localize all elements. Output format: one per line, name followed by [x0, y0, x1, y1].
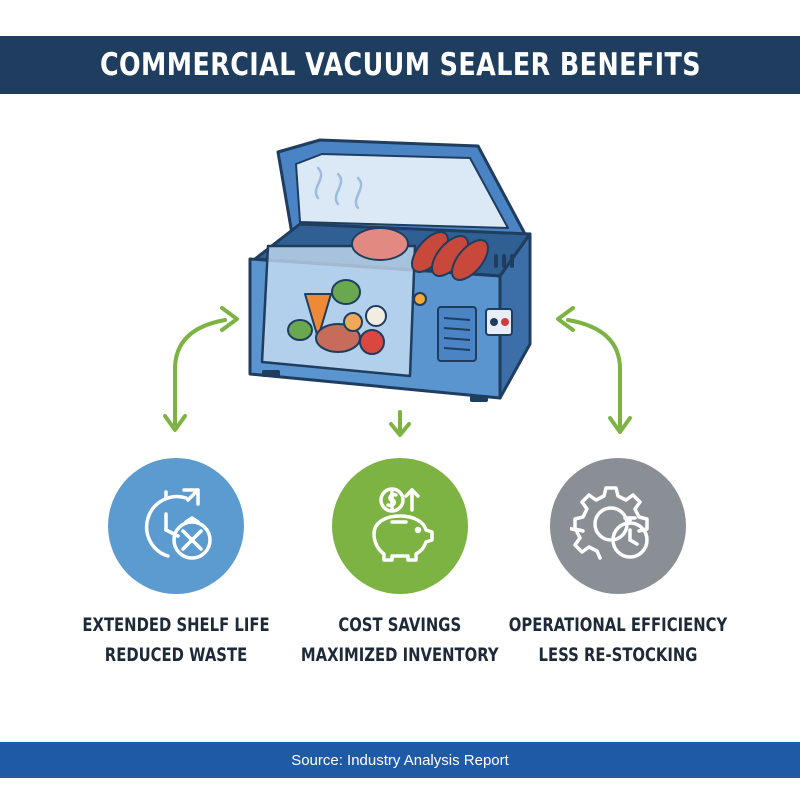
- vapor-lines: [314, 166, 363, 210]
- vacuum-sealer-illustration: [163, 138, 632, 437]
- food-items: [287, 227, 489, 355]
- vacuum-bag: [260, 244, 417, 378]
- machine-side: [498, 232, 532, 400]
- benefit-label: COST SAVINGS MAXIMIZED INVENTORY: [301, 610, 499, 670]
- benefit-efficiency: OPERATIONAL EFFICIENCY LESS RE-STOCKING: [503, 458, 733, 670]
- machine-foot-left: [262, 370, 280, 377]
- benefit-label: OPERATIONAL EFFICIENCY LESS RE-STOCKING: [509, 610, 727, 670]
- benefit-subtitle: REDUCED WASTE: [104, 644, 248, 666]
- benefit-subtitle: MAXIMIZED INVENTORY: [301, 644, 499, 666]
- benefit-cost-savings: COST SAVINGS MAXIMIZED INVENTORY: [285, 458, 515, 670]
- benefit-circle-gray: [550, 458, 686, 594]
- header-bar: COMMERCIAL VACUUM SEALER BENEFITS: [0, 36, 800, 94]
- benefit-title: OPERATIONAL EFFICIENCY: [508, 614, 728, 636]
- clock-tomato-icon: [144, 488, 212, 560]
- control-panel: [413, 254, 514, 336]
- source-note: Source: Industry Analysis Report: [291, 751, 509, 769]
- piggy-bank-icon: [372, 487, 434, 562]
- benefit-circle-green: [332, 458, 468, 594]
- vent-slots: [437, 306, 477, 362]
- left-arrow-head-bottom: [163, 414, 187, 432]
- machine-lid: [276, 138, 527, 244]
- benefit-label: EXTENDED SHELF LIFE REDUCED WASTE: [82, 610, 269, 670]
- footer-bar: Source: Industry Analysis Report: [0, 742, 800, 778]
- right-arrow-head-top: [556, 306, 575, 332]
- benefit-circle-blue: [108, 458, 244, 594]
- benefit-title: EXTENDED SHELF LIFE: [82, 614, 270, 636]
- left-arrow: [173, 318, 227, 426]
- benefit-shelf-life: EXTENDED SHELF LIFE REDUCED WASTE: [61, 458, 291, 670]
- benefit-title: COST SAVINGS: [338, 614, 462, 636]
- page-title: COMMERCIAL VACUUM SEALER BENEFITS: [99, 47, 701, 83]
- right-arrow-head-bottom: [608, 416, 632, 434]
- left-arrow-head-top: [220, 306, 239, 332]
- gear-stopwatch-icon: [570, 486, 649, 560]
- machine-foot-right: [470, 395, 488, 402]
- benefit-subtitle: LESS RE-STOCKING: [538, 644, 698, 666]
- right-arrow: [566, 318, 622, 428]
- center-arrow-head: [389, 422, 411, 437]
